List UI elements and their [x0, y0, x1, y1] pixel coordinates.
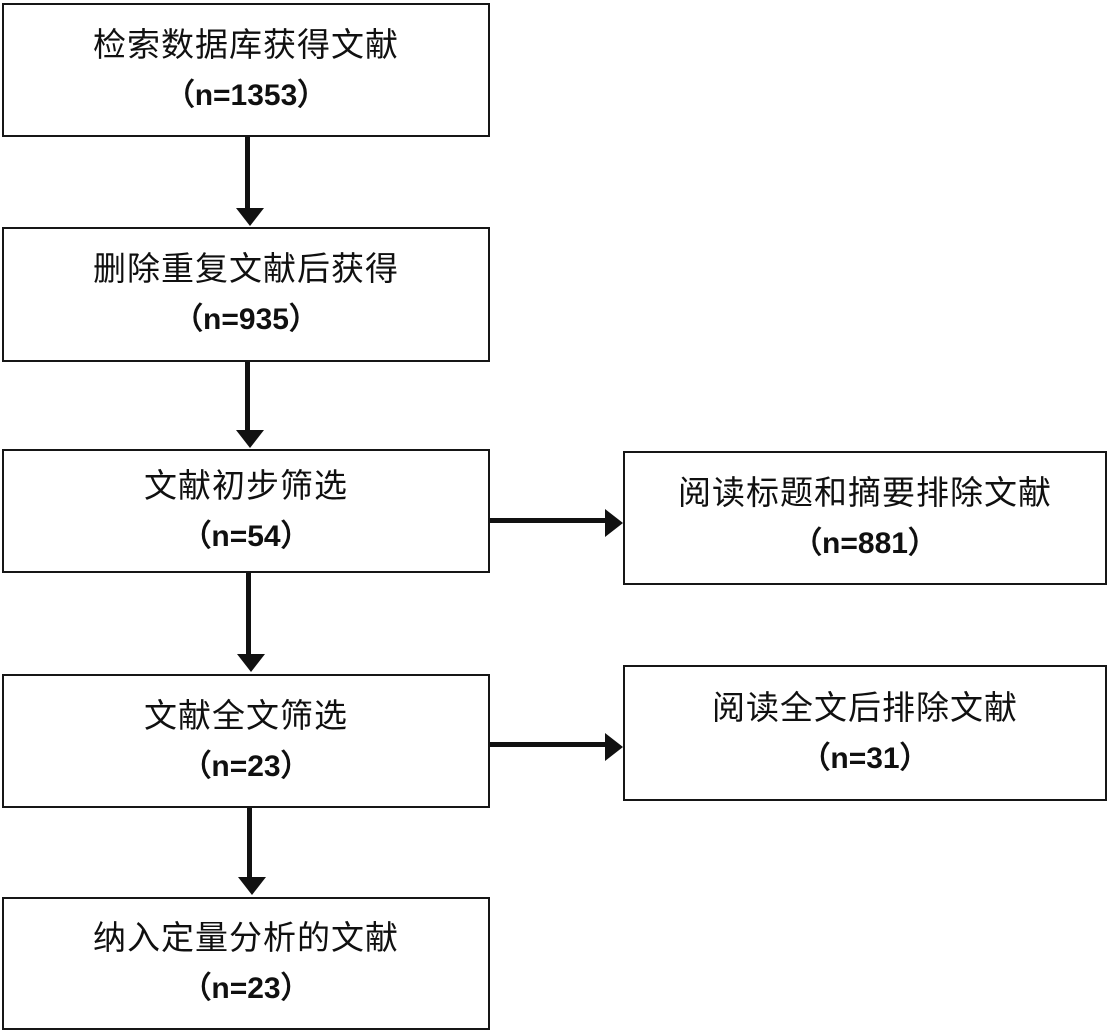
- flow-node-title: 阅读全文后排除文献: [712, 690, 1018, 727]
- flow-node-count: （n=881）: [792, 526, 938, 560]
- flow-node-title: 删除重复文献后获得: [93, 252, 399, 289]
- flow-node-count: （n=23）: [181, 749, 311, 783]
- arrow-right-initial-screen-to-excluded-title-abstract: [490, 509, 623, 537]
- flow-node-included: 纳入定量分析的文献 （n=23）: [2, 897, 490, 1030]
- flow-node-count: （n=935）: [173, 303, 319, 337]
- flow-node-title: 纳入定量分析的文献: [93, 921, 399, 958]
- flow-node-count: （n=31）: [800, 741, 930, 775]
- flow-node-count: （n=1353）: [164, 78, 328, 112]
- arrow-down-fulltext-screen-to-included: [238, 808, 266, 895]
- flow-node-title: 阅读标题和摘要排除文献: [678, 475, 1052, 512]
- arrow-down-initial-screen-to-fulltext-screen: [237, 573, 265, 672]
- flow-node-title: 文献初步筛选: [144, 468, 348, 505]
- flow-node-count: （n=54）: [181, 519, 311, 553]
- arrow-down-after-duplicates-to-initial-screen: [236, 362, 264, 448]
- arrow-down-records-to-after-duplicates: [236, 137, 264, 226]
- flow-node-title: 文献全文筛选: [144, 698, 348, 735]
- flow-node-records-identified: 检索数据库获得文献 （n=1353）: [2, 3, 490, 137]
- flow-node-count: （n=23）: [181, 972, 311, 1006]
- flow-node-title: 检索数据库获得文献: [93, 27, 399, 64]
- flow-node-initial-screen: 文献初步筛选 （n=54）: [2, 449, 490, 573]
- flow-node-excluded-title-abstract: 阅读标题和摘要排除文献 （n=881）: [623, 451, 1107, 585]
- flow-node-after-duplicates: 删除重复文献后获得 （n=935）: [2, 227, 490, 362]
- flow-node-fulltext-screen: 文献全文筛选 （n=23）: [2, 674, 490, 808]
- arrow-right-fulltext-screen-to-excluded-fulltext: [490, 733, 623, 761]
- flow-node-excluded-fulltext: 阅读全文后排除文献 （n=31）: [623, 665, 1107, 801]
